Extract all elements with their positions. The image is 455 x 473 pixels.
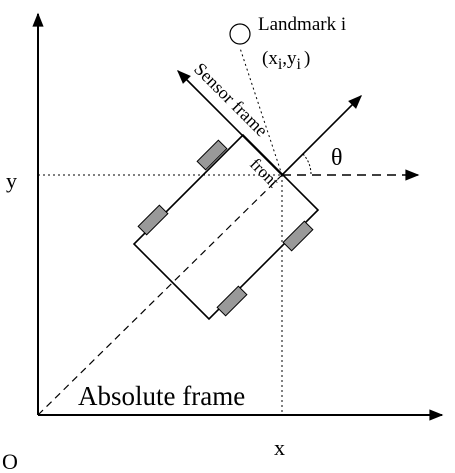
theta-label: θ [331, 145, 343, 171]
sensor-frame-label: Sensor frame [190, 59, 272, 141]
landmark-label: Landmark i [258, 14, 346, 35]
origin-to-robot-dashed-line [37, 174, 283, 416]
wheel-front-left [196, 139, 228, 171]
wheel-front-right [282, 220, 314, 252]
landmark-coords: (xi,yi) [262, 48, 310, 73]
origin-label: O [2, 449, 18, 473]
landmark-dotted-line [239, 47, 283, 176]
theta-angle-arc [302, 153, 312, 176]
robot-body [132, 133, 320, 321]
sensor-lateral-axis [177, 70, 283, 176]
y-axis-label: y [6, 168, 17, 193]
wheel-rear-left [137, 204, 169, 236]
x-axis-label: x [274, 435, 285, 460]
sensor-heading-axis [281, 95, 362, 176]
absolute-frame-label: Absolute frame [78, 381, 245, 411]
front-label: front [246, 154, 283, 191]
wheel-rear-right [216, 285, 248, 317]
landmark-circle [229, 23, 251, 45]
